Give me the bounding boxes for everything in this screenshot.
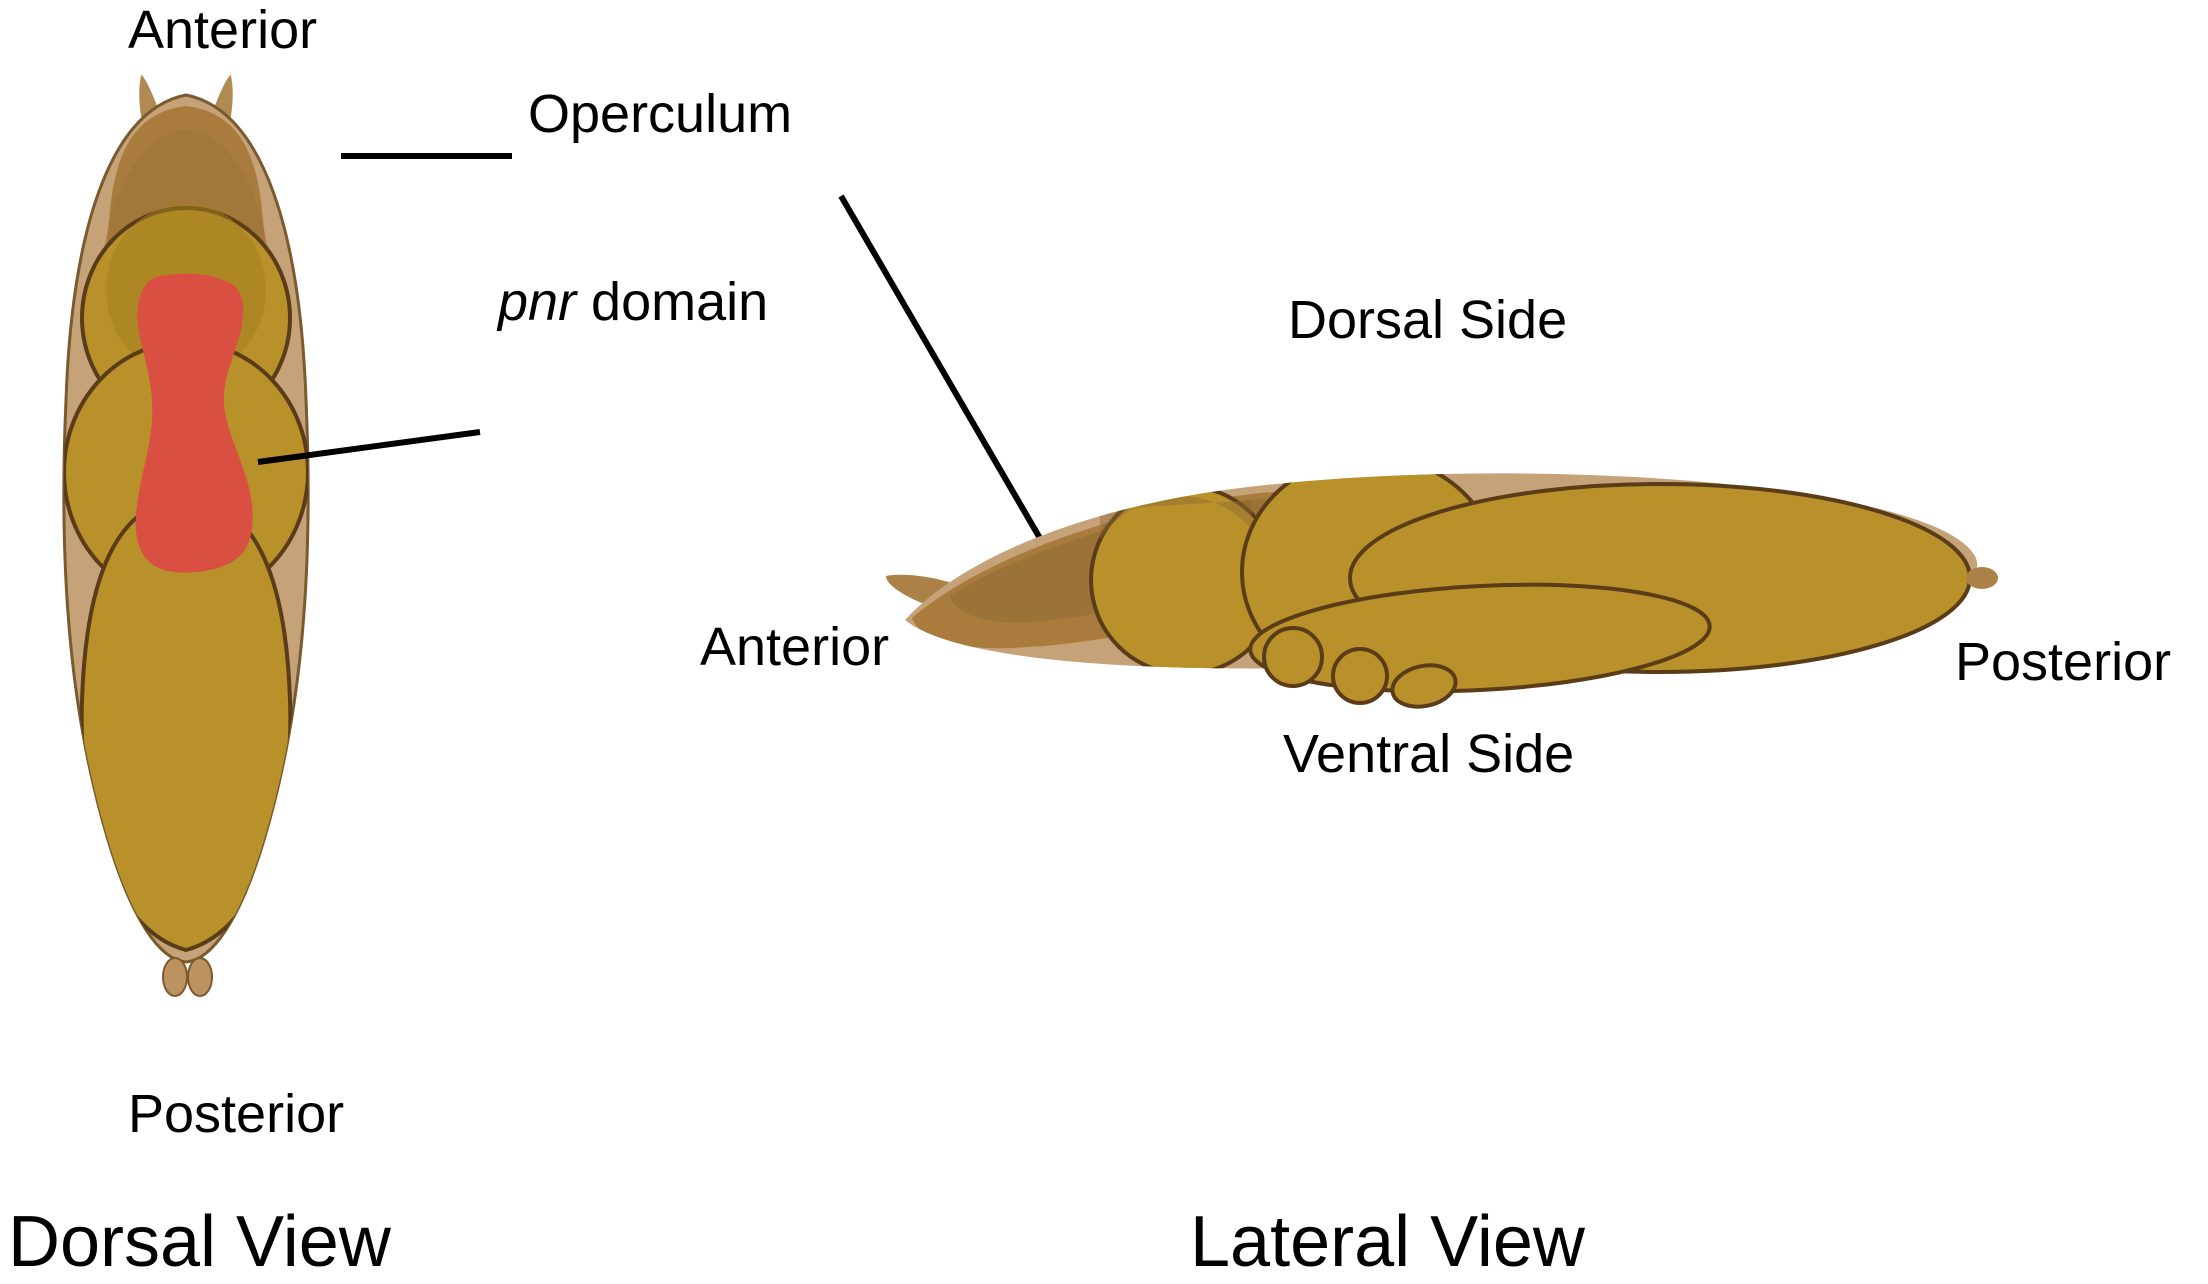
dorsal-posterior-label: Posterior: [128, 1084, 344, 1144]
clasper-right: [187, 957, 213, 997]
lateral-posterior-nub: [1966, 567, 1998, 589]
lateral-anterior-label: Anterior: [700, 617, 889, 677]
pnr-domain-suffix: domain: [576, 272, 768, 332]
lateral-posterior-label: Posterior: [1955, 632, 2171, 692]
pnr-gene-name: pnr: [496, 272, 578, 332]
dorsal-abdomen: [79, 497, 293, 953]
dorsal-view-title: Dorsal View: [8, 1202, 392, 1282]
ventral-leg-3: [1390, 663, 1458, 709]
lateral-ventral-side-label: Ventral Side: [1283, 724, 1574, 784]
dorsal-view-group: [62, 74, 1044, 997]
lateral-dorsal-side-label: Dorsal Side: [1288, 290, 1567, 350]
lateral-view-title: Lateral View: [1190, 1202, 1586, 1282]
clasper-left: [162, 957, 188, 997]
ventral-leg-1: [1262, 626, 1324, 688]
dorsal-posterior-claspers: [162, 957, 213, 997]
dorsal-abdomen-group: [79, 497, 293, 953]
pnr-domain-shape: [135, 273, 253, 573]
pnr-leader-line: [257, 429, 481, 465]
lateral-thorax-a-shade: [1100, 495, 1252, 540]
lateral-view-group: [886, 473, 1998, 709]
lateral-ventral-legs: [1262, 626, 1458, 709]
ventral-leg-2: [1331, 647, 1389, 705]
pnr-domain-region: [135, 273, 253, 573]
operculum-leader-line-diagonal: [838, 194, 1044, 542]
operculum-label: Operculum: [528, 84, 792, 144]
dorsal-anterior-label: Anterior: [128, 0, 317, 60]
pnr-domain-label: pnr domain: [496, 272, 768, 332]
